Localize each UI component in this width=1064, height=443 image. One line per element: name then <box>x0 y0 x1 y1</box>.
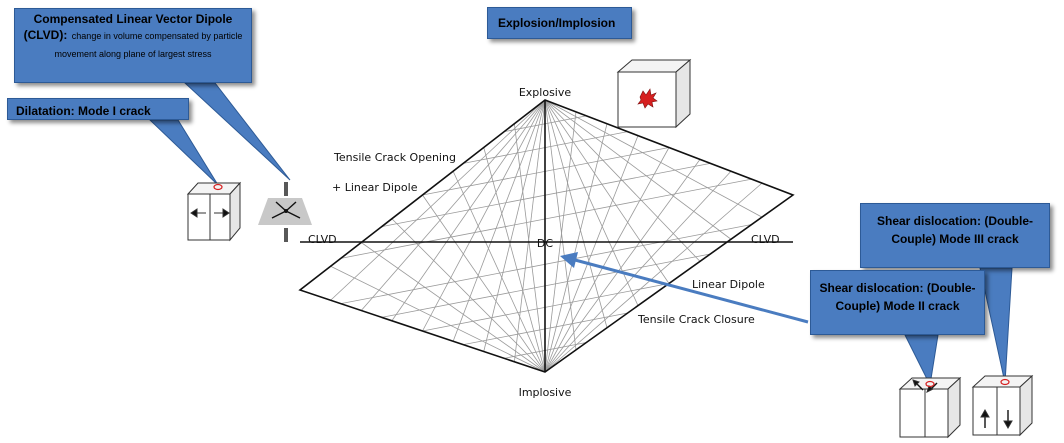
label-clvd-left: CLVD <box>308 233 337 246</box>
explosion-cube-icon <box>616 58 692 129</box>
clvd-callout-abbr: (CLVD): <box>23 28 68 42</box>
grid-line <box>422 99 546 332</box>
grid-line <box>544 99 577 350</box>
shear-mode2-callout-label: Shear dislocation: (Double-Couple) Mode … <box>819 281 976 313</box>
clvd-callout-title: Compensated Linear Vector Dipole <box>33 12 233 26</box>
grid-line <box>544 99 670 284</box>
grid-line <box>544 99 732 240</box>
label-implosive: Implosive <box>519 386 572 399</box>
grid-line <box>544 182 763 373</box>
grid-line <box>483 99 546 352</box>
grid-line <box>452 171 546 373</box>
dilatation-callout-pointer <box>148 119 219 186</box>
dilatation-block-icon <box>186 181 242 242</box>
grid-line <box>452 99 546 342</box>
grid-line <box>544 147 670 373</box>
grid-line <box>381 162 711 228</box>
label-plus-linear-dipole: + Linear Dipole <box>332 181 418 194</box>
grid-line <box>513 99 546 362</box>
grid-line <box>391 99 546 321</box>
shear3-callout-pointer <box>979 267 1013 384</box>
dc-pointer-arrow <box>560 252 809 324</box>
dilatation-callout-label: Dilatation: Mode I crack <box>16 104 151 118</box>
grid-line <box>544 159 701 373</box>
dilatation-callout: Dilatation: Mode I crack <box>7 98 189 120</box>
explosion-callout: Explosion/Implosion <box>487 7 632 39</box>
clvd-callout-pointer <box>183 82 291 181</box>
label-linear-dipole: Linear Dipole <box>692 278 765 291</box>
shear-mode3-callout: Shear dislocation: (Double-Couple) Mode … <box>860 203 1050 268</box>
grid-line <box>544 170 732 373</box>
grid-line <box>330 99 546 301</box>
grid-line <box>381 253 711 318</box>
grid-line <box>360 99 546 311</box>
grid-line <box>544 99 763 218</box>
clvd-callout-desc: change in volume compensated by particle… <box>54 31 243 59</box>
grid-line <box>544 135 639 373</box>
grid-line <box>483 147 546 373</box>
grid-line <box>361 242 546 373</box>
shear2-callout-pointer <box>904 334 939 387</box>
grid-line <box>544 99 701 262</box>
grid-line <box>544 99 608 328</box>
clvd-glyph-icon <box>258 182 312 242</box>
shear-mode2-callout: Shear dislocation: (Double-Couple) Mode … <box>810 270 985 335</box>
label-explosive: Explosive <box>519 86 572 99</box>
grid-line <box>340 224 752 305</box>
explosion-burst-icon <box>637 88 658 109</box>
grid-line <box>340 178 752 259</box>
mode3-crack-block-icon <box>971 374 1034 437</box>
clvd-callout: Compensated Linear Vector Dipole (CLVD):… <box>14 8 252 83</box>
label-dc: DC <box>537 237 553 250</box>
label-tensile-crack-opening: Tensile Crack Opening <box>333 151 456 164</box>
shear-mode3-callout-label: Shear dislocation: (Double-Couple) Mode … <box>876 214 1033 246</box>
grid-line <box>422 194 546 373</box>
grid-lines <box>330 99 763 373</box>
explosion-callout-label: Explosion/Implosion <box>498 16 616 30</box>
diamond-outline <box>298 99 795 373</box>
mode2-crack-block-icon <box>898 376 962 439</box>
grid-line <box>513 123 546 373</box>
label-clvd-right: CLVD <box>751 233 780 246</box>
grid-line <box>330 265 546 373</box>
label-tensile-crack-closure: Tensile Crack Closure <box>637 313 755 326</box>
grid-line <box>544 123 608 373</box>
grid-line <box>391 218 546 373</box>
